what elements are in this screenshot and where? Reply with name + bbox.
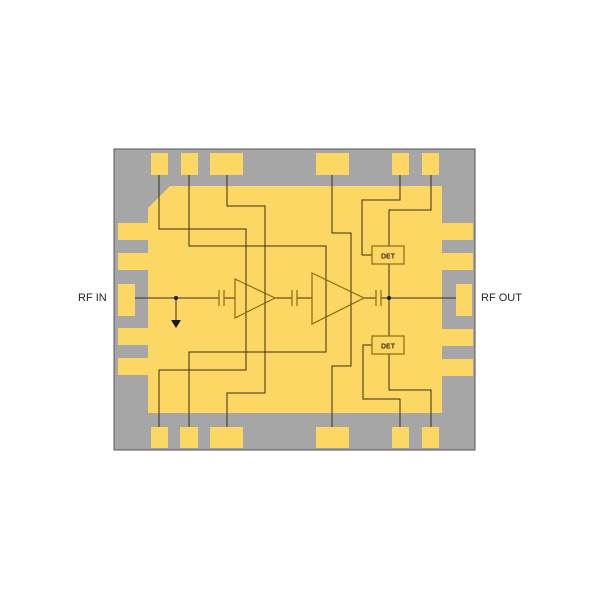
wire-top-pad-6 <box>388 175 432 246</box>
wire-top-pad-1 <box>158 175 247 285</box>
die-body <box>148 186 442 413</box>
left-pad-strip-4 <box>118 358 148 375</box>
amp-bias-lines <box>245 280 352 317</box>
interstage-capacitor <box>291 290 298 306</box>
amplifier-stage-2 <box>311 272 366 325</box>
bottom-pad-2 <box>180 427 198 448</box>
right-pad-strip-3 <box>442 329 473 346</box>
bottom-pad-6 <box>422 427 439 448</box>
right-pad-strip-1 <box>442 223 473 240</box>
detector-top: DET <box>371 245 405 265</box>
left-pad-strip-3 <box>118 328 148 345</box>
rf-out-pad <box>456 284 472 316</box>
left-pad-strip-1 <box>118 223 148 240</box>
wire-top-pad-5 <box>361 175 401 256</box>
wire-top-pad-2 <box>188 175 327 280</box>
ground-icon <box>171 320 181 328</box>
amplifier-stage-1 <box>234 278 277 319</box>
top-pad-2 <box>181 153 198 175</box>
detector-top-label: DET <box>381 254 396 261</box>
wire-bottom-pad-2 <box>188 317 327 427</box>
bottom-pad-5 <box>392 427 409 448</box>
top-pad-3 <box>210 153 243 175</box>
top-pad-5 <box>392 153 409 175</box>
detector-bottom-label: DET <box>381 344 396 351</box>
top-pad-1 <box>151 153 168 175</box>
left-pad-strip-2 <box>118 253 148 270</box>
top-pad-4 <box>316 153 349 175</box>
top-pad-6 <box>422 153 439 175</box>
detector-bottom: DET <box>371 335 405 355</box>
input-dc-block-capacitor <box>218 290 225 306</box>
bottom-pad-3 <box>210 427 243 448</box>
rf-in-pad <box>118 284 135 316</box>
rf-in-junction <box>174 296 178 300</box>
bottom-pad-4 <box>316 427 349 448</box>
rf-in-label: RF IN <box>78 292 107 304</box>
wire-bottom-pad-6 <box>388 354 432 427</box>
wire-bottom-pad-1 <box>158 311 247 427</box>
right-pad-strip-2 <box>442 253 473 270</box>
rf-out-label: RF OUT <box>481 292 522 304</box>
rf-out-junction <box>387 296 391 300</box>
wire-bottom-pad-5 <box>362 344 401 427</box>
bottom-pad-1 <box>151 427 168 448</box>
output-dc-block-capacitor <box>375 290 382 306</box>
right-pad-strip-4 <box>442 359 473 376</box>
